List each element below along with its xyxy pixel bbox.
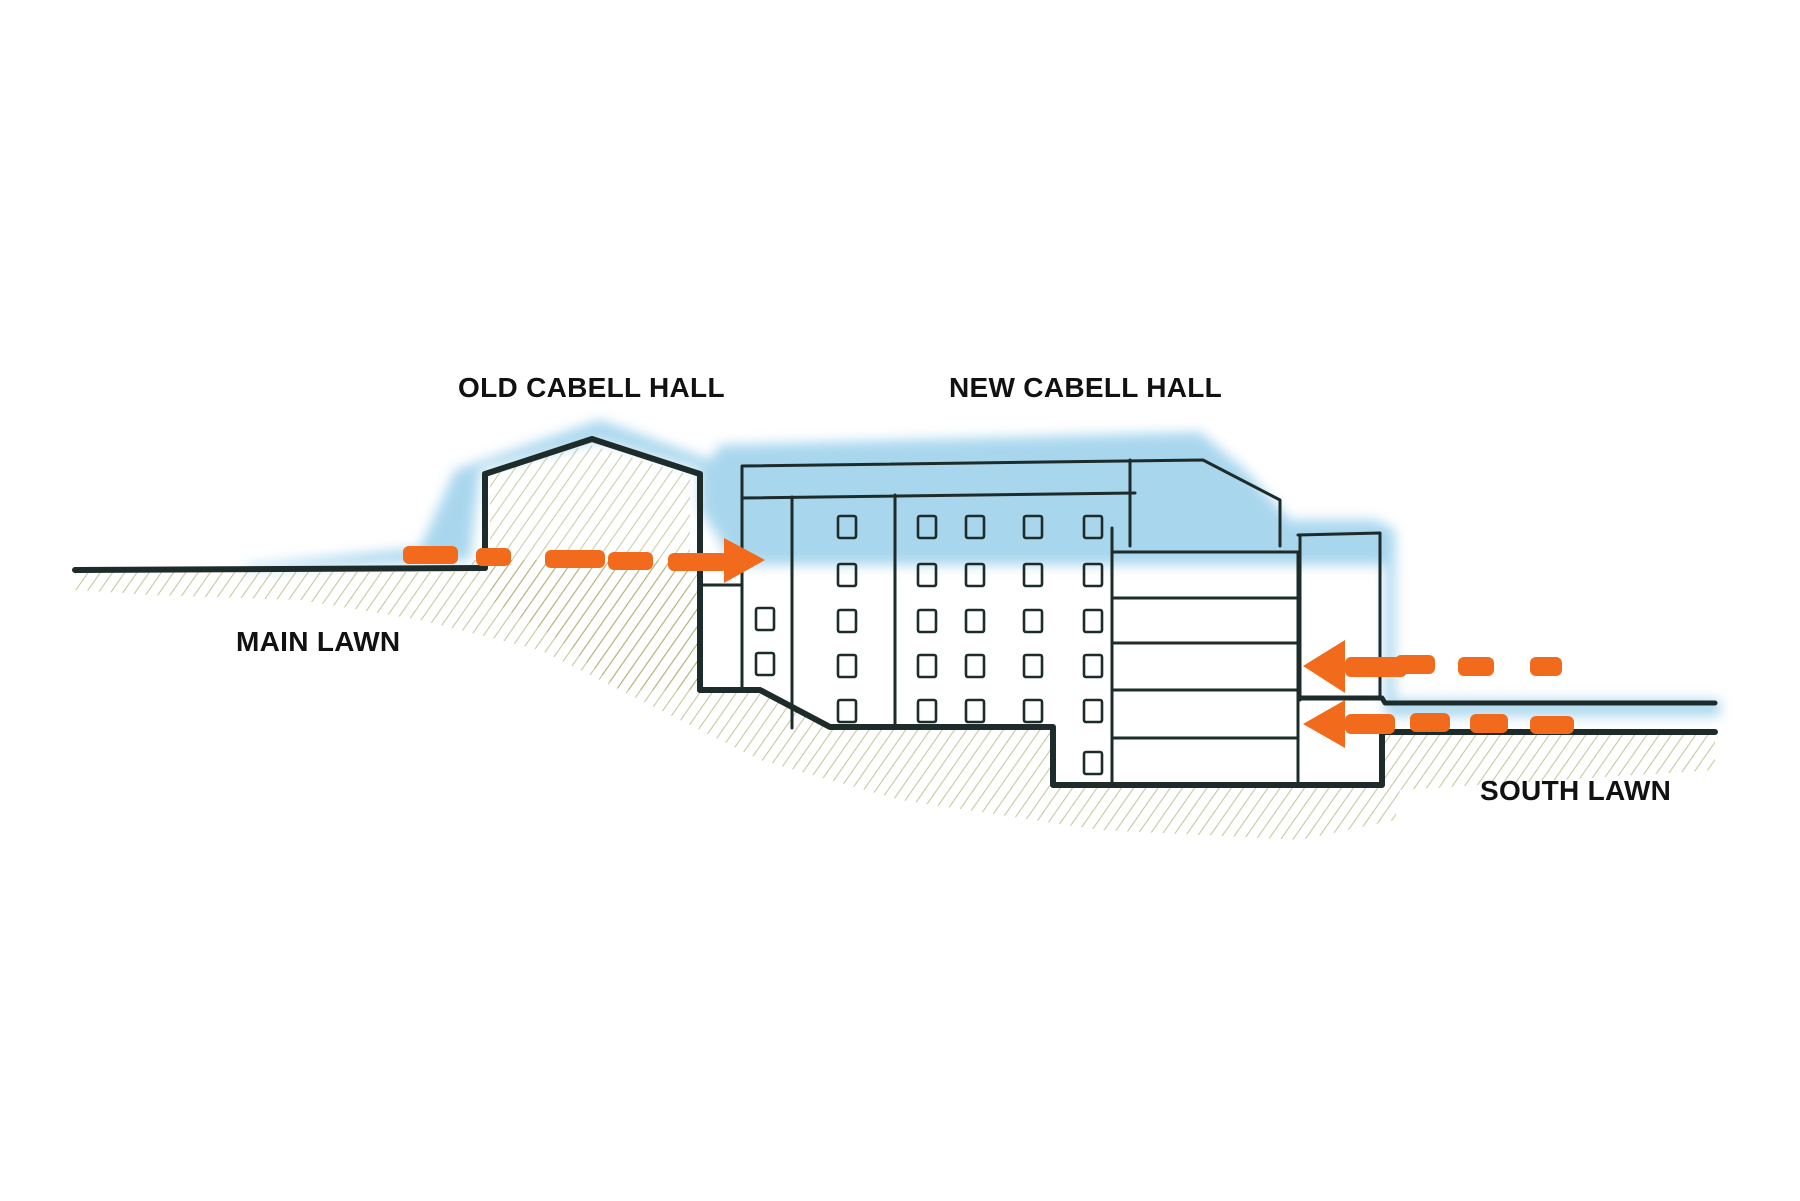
window	[916, 653, 938, 679]
window	[836, 514, 858, 540]
window	[836, 562, 858, 588]
window	[916, 562, 938, 588]
window	[1022, 514, 1044, 540]
window	[1082, 698, 1104, 724]
main-lawn-label: MAIN LAWN	[236, 626, 401, 657]
window	[836, 608, 858, 634]
window	[1082, 608, 1104, 634]
window	[964, 653, 986, 679]
window	[964, 514, 986, 540]
sky-wash	[245, 420, 1720, 716]
window	[836, 653, 858, 679]
window	[1082, 562, 1104, 588]
window	[964, 608, 986, 634]
window	[916, 608, 938, 634]
window	[1022, 608, 1044, 634]
old-cabell-hall-outline	[482, 436, 703, 693]
window	[916, 514, 938, 540]
window	[1022, 562, 1044, 588]
south-lawn-ground-line	[1297, 695, 1718, 706]
circulation-arrow-lower-right-lower	[1303, 700, 1574, 748]
window	[1022, 698, 1044, 724]
south-lawn-label: SOUTH LAWN	[1480, 775, 1672, 806]
window	[916, 698, 938, 724]
circulation-arrow-upper-left	[403, 538, 765, 583]
window	[836, 698, 858, 724]
window	[754, 606, 776, 632]
window	[964, 562, 986, 588]
section-outline	[72, 436, 1718, 788]
window	[1082, 514, 1104, 540]
circulation-arrow-lower-right-upper	[1303, 640, 1562, 693]
window-grid	[754, 514, 1104, 776]
window	[964, 698, 986, 724]
new-cabell-hall-linework	[698, 458, 1382, 787]
old-cabell-hall-label: OLD CABELL HALL	[458, 372, 725, 403]
main-lawn-ground-line	[72, 565, 488, 573]
window	[754, 651, 776, 677]
new-cabell-hall-base	[697, 687, 1718, 788]
new-cabell-hall-label: NEW CABELL HALL	[949, 372, 1223, 403]
window	[1022, 653, 1044, 679]
window	[1082, 653, 1104, 679]
circulation-arrows	[403, 538, 1574, 748]
window	[1082, 750, 1104, 776]
